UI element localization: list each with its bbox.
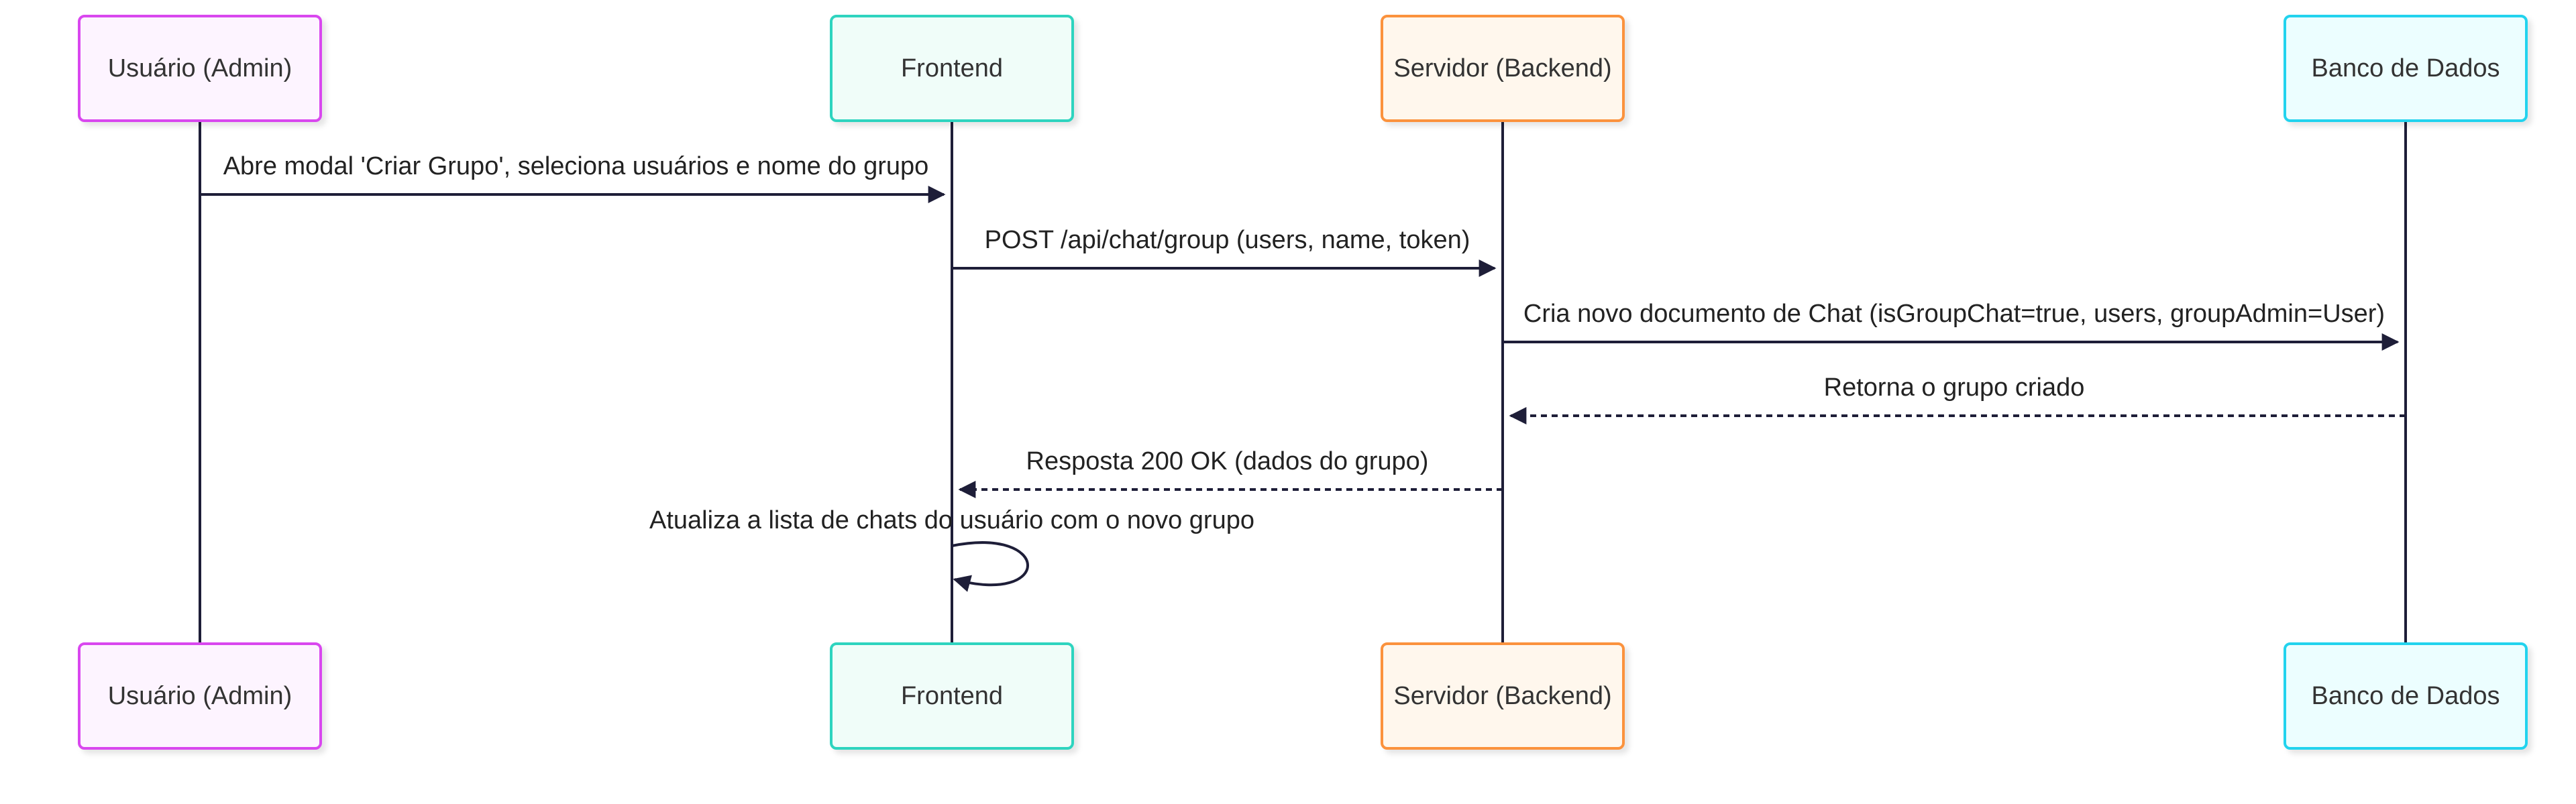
lifelines (199, 121, 2407, 644)
message-1: Abre modal 'Criar Grupo', seleciona usuá… (200, 152, 946, 203)
message-label: Retorna o grupo criado (1824, 374, 2085, 402)
actor-label: Servidor (Backend) (1393, 54, 1611, 82)
actor-db-bottom: Banco de Dados (2284, 642, 2528, 750)
actor-box (2284, 15, 2528, 122)
actor-label: Servidor (Backend) (1393, 682, 1611, 710)
actor-box (78, 15, 322, 122)
actor-box (2284, 642, 2528, 750)
message-4: Retorna o grupo criado (1509, 374, 2406, 424)
actor-backend-top: Servidor (Backend) (1381, 15, 1625, 122)
actor-label: Frontend (901, 54, 1003, 82)
actor-box (830, 15, 1074, 122)
message-label: Cria novo documento de Chat (isGroupChat… (1523, 300, 2385, 328)
actor-backend-bottom: Servidor (Backend) (1381, 642, 1625, 750)
actor-label: Usuário (Admin) (108, 682, 292, 710)
actor-label: Banco de Dados (2312, 54, 2500, 82)
message-5: Resposta 200 OK (dados do grupo) (958, 447, 1503, 498)
actor-label: Frontend (901, 682, 1003, 710)
actor-box (830, 642, 1074, 750)
message-3: Cria novo documento de Chat (isGroupChat… (1503, 300, 2400, 351)
message-label: Abre modal 'Criar Grupo', seleciona usuá… (223, 152, 929, 180)
messages: Abre modal 'Criar Grupo', seleciona usuá… (200, 152, 2406, 592)
message-label: Atualiza a lista de chats do usuário com… (649, 506, 1254, 534)
actor-frontend-top: Frontend (830, 15, 1074, 122)
message-2: POST /api/chat/group (users, name, token… (952, 226, 1497, 277)
message-label: POST /api/chat/group (users, name, token… (985, 226, 1470, 254)
actor-label: Usuário (Admin) (108, 54, 292, 82)
message-6: Atualiza a lista de chats do usuário com… (649, 506, 1254, 592)
actor-label: Banco de Dados (2312, 682, 2500, 710)
actor-db-top: Banco de Dados (2284, 15, 2528, 122)
actor-user-top: Usuário (Admin) (78, 15, 322, 122)
self-message-loop (951, 541, 1029, 592)
actor-box (1381, 15, 1625, 122)
message-label: Resposta 200 OK (dados do grupo) (1026, 447, 1429, 475)
actor-box (78, 642, 322, 750)
actor-user-bottom: Usuário (Admin) (78, 642, 322, 750)
actor-box (1381, 642, 1625, 750)
actor-frontend-bottom: Frontend (830, 642, 1074, 750)
